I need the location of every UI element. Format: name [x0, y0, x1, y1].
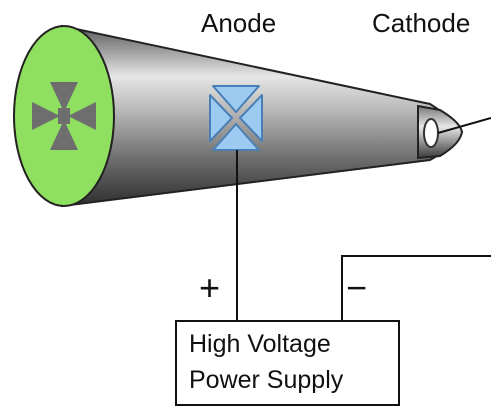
anode-maltese-cross-icon: [209, 85, 263, 151]
maltese-cross-shadow-icon: [32, 82, 96, 150]
negative-terminal-label: −: [346, 267, 368, 308]
anode-label: Anode: [201, 8, 277, 38]
positive-terminal-label: +: [199, 267, 221, 308]
cathode-lead: [437, 117, 491, 134]
power-supply-label-line1: High Voltage: [189, 330, 331, 358]
cathode-label: Cathode: [372, 8, 471, 38]
cathode-disc: [423, 118, 439, 148]
power-supply-label-line2: Power Supply: [189, 366, 344, 394]
power-supply-box: High Voltage Power Supply: [175, 320, 400, 406]
negative-wire: [341, 255, 491, 321]
